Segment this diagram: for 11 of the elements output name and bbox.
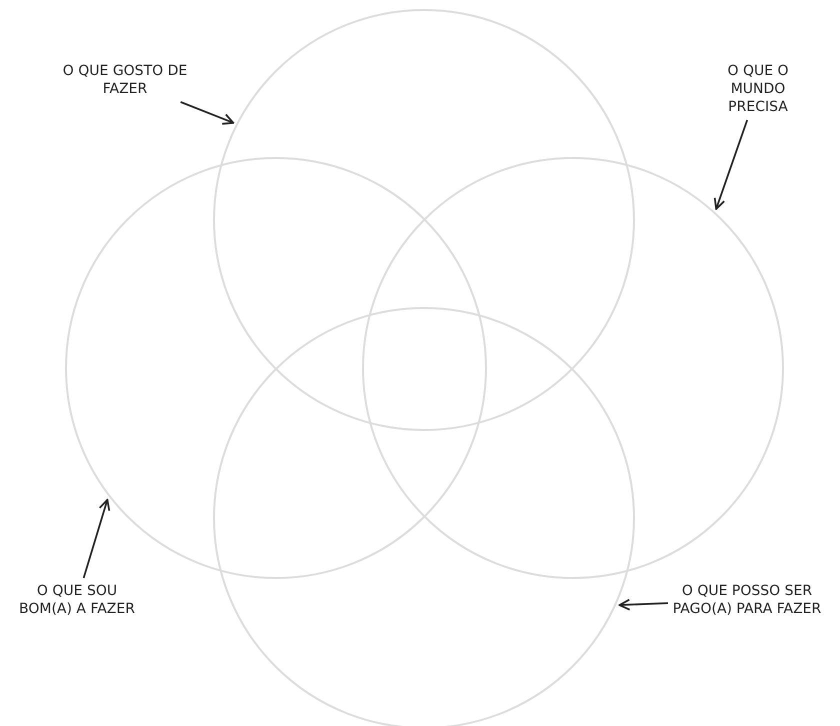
arrow bbox=[82, 498, 110, 578]
venn-circle bbox=[362, 157, 784, 579]
arrow bbox=[618, 598, 668, 611]
venn-circle bbox=[65, 157, 487, 579]
category-label: O QUE POSSO SER PAGO(A) PARA FAZER bbox=[672, 582, 822, 618]
venn-circle bbox=[213, 9, 635, 431]
category-label: O QUE SOU BOM(A) A FAZER bbox=[17, 582, 137, 618]
category-label: O QUE GOSTO DE FAZER bbox=[60, 62, 190, 98]
arrow bbox=[714, 120, 748, 210]
arrow bbox=[180, 101, 234, 125]
category-label: O QUE O MUNDO PRECISA bbox=[712, 62, 804, 116]
